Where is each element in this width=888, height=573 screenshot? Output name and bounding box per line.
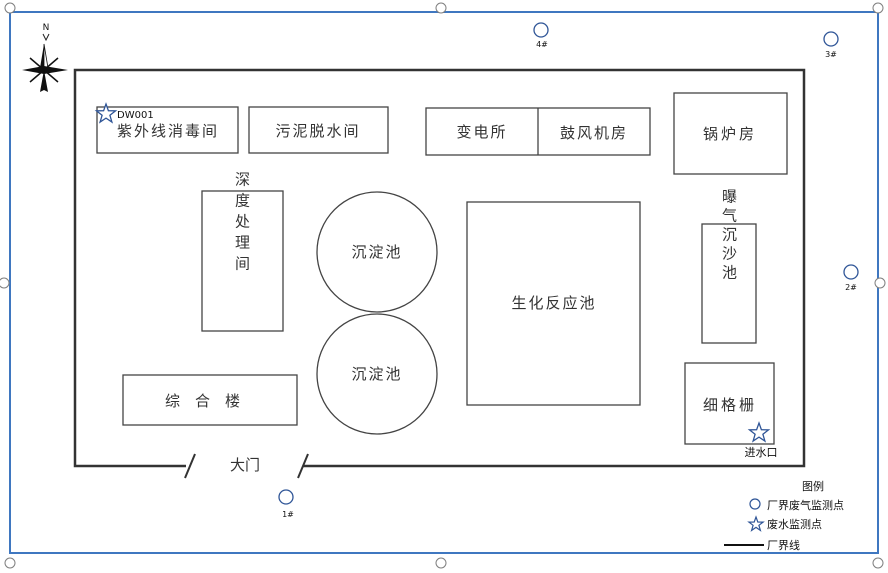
blower-room-label: 鼓风机房 <box>560 124 628 142</box>
aerated-grit-chamber-label: 曝气沉沙池 <box>720 189 738 284</box>
uv-disinfection-building <box>96 106 239 154</box>
gate-label: 大门 <box>230 456 260 474</box>
bio-reaction-tank <box>466 201 641 406</box>
air-monitor-circle-icon <box>843 264 859 280</box>
sedimentation-tank-1-label: 沉淀池 <box>351 243 402 261</box>
office-building <box>122 374 298 426</box>
compass-icon: N <box>22 23 68 92</box>
sedimentation-tank-2-label: 沉淀池 <box>351 365 402 383</box>
legend-title: 图例 <box>802 479 824 493</box>
legend-water-star-icon <box>747 515 765 532</box>
air-point-2-label: 2# <box>845 283 857 292</box>
air-monitor-circle-icon <box>278 489 294 505</box>
legend-air-label: 厂界废气监测点 <box>767 498 844 512</box>
sludge-dewatering-building <box>248 106 389 154</box>
resize-handle-tr[interactable] <box>872 2 884 14</box>
legend: 图例 厂界废气监测点 废水监测点 厂界线 <box>724 479 844 552</box>
air-point-4-label: 4# <box>536 40 548 49</box>
sedimentation-tank-2 <box>316 313 438 435</box>
uv-disinfection-label: 紫外线消毒间 <box>117 122 219 140</box>
boiler-room-label: 锅炉房 <box>703 125 757 143</box>
sludge-dewatering-label: 污泥脱水间 <box>275 122 360 140</box>
bio-reaction-tank-label: 生化反应池 <box>511 294 596 312</box>
water-monitor-star-icon <box>94 102 118 124</box>
legend-boundary-label: 厂界线 <box>767 538 800 552</box>
sedimentation-tank-1 <box>316 191 438 313</box>
water-monitor-star-icon <box>747 421 771 443</box>
substation-label: 变电所 <box>456 123 507 141</box>
office-building-label: 综合楼 <box>165 392 255 410</box>
resize-handle-bl[interactable] <box>4 557 16 569</box>
resize-handle-tl[interactable] <box>4 2 16 14</box>
resize-handle-l[interactable] <box>0 277 10 289</box>
deep-treatment-label: 深度处理间 <box>233 172 251 277</box>
water-point-inlet-label: 进水口 <box>745 446 778 459</box>
legend-water-label: 废水监测点 <box>767 517 822 531</box>
resize-handle-br[interactable] <box>872 557 884 569</box>
air-point-1-label: 1# <box>282 510 294 519</box>
plant-boundary <box>73 68 806 479</box>
water-point-dw001-label: DW001 <box>117 110 154 121</box>
resize-handle-r[interactable] <box>874 277 886 289</box>
resize-handle-b[interactable] <box>435 557 447 569</box>
air-monitor-circle-icon <box>823 31 839 47</box>
air-monitor-circle-icon <box>533 22 549 38</box>
deep-treatment-building <box>201 190 284 332</box>
resize-handle-t[interactable] <box>435 2 447 14</box>
compass-north-label: N <box>43 23 50 33</box>
legend-air-circle-icon <box>749 498 761 510</box>
boiler-room-building <box>673 92 788 175</box>
fine-screen-label: 细格栅 <box>703 396 757 414</box>
aerated-grit-chamber <box>701 223 757 344</box>
air-point-3-label: 3# <box>825 50 837 59</box>
